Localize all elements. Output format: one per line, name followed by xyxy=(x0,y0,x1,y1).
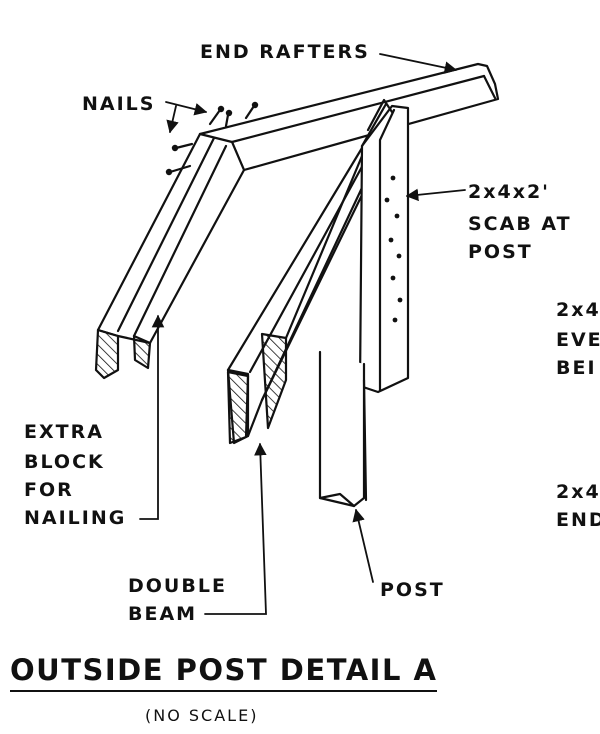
post-label: POST xyxy=(380,579,445,601)
extra-block xyxy=(132,334,152,370)
nails-label: NAILS xyxy=(82,93,156,115)
extra-block-leader xyxy=(139,314,165,520)
cut-label-b-line-1: 2x4 xyxy=(556,481,600,503)
end-rafters-label: END RAFTERS xyxy=(200,41,370,63)
nails-leader-1 xyxy=(165,101,208,116)
cut-label-a-line-3: BEI xyxy=(556,357,597,379)
scab-label-line-2: SCAB AT xyxy=(468,213,572,235)
scab-label-line-3: POST xyxy=(468,241,533,263)
scab-leader xyxy=(405,188,466,202)
scab-label-line-1: 2x4x2' xyxy=(468,181,550,203)
cut-label-a-line-1: 2x4 xyxy=(556,299,600,321)
scab-nail-dots xyxy=(384,175,403,323)
left-rafter xyxy=(96,132,246,345)
double-beam-leader xyxy=(204,442,267,615)
nail-heads xyxy=(165,101,259,176)
extra-block-label-line-3: FOR xyxy=(24,479,74,501)
extra-block-label-line-1: EXTRA xyxy=(24,421,104,443)
double-beam-label-line-1: DOUBLE xyxy=(128,575,227,597)
cut-label-a-line-2: EVE xyxy=(556,329,600,351)
double-beam xyxy=(226,146,382,445)
drawing-title: OUTSIDE POST DETAIL A xyxy=(10,652,438,692)
extra-block-label-line-2: BLOCK xyxy=(24,451,105,473)
cut-label-b-line-2: END xyxy=(556,509,600,531)
left-rafter-end xyxy=(94,328,120,380)
scab-board xyxy=(358,98,410,394)
drawing-subtitle: (NO SCALE) xyxy=(145,706,259,725)
post xyxy=(318,350,368,508)
end-rafter xyxy=(198,62,500,172)
double-beam-label-line-2: BEAM xyxy=(128,603,198,625)
nails xyxy=(168,104,256,174)
post-leader xyxy=(352,508,374,583)
extra-block-label-line-4: NAILING xyxy=(24,507,127,529)
nails-leader-2 xyxy=(166,105,179,134)
end-rafters-leader xyxy=(379,53,458,74)
